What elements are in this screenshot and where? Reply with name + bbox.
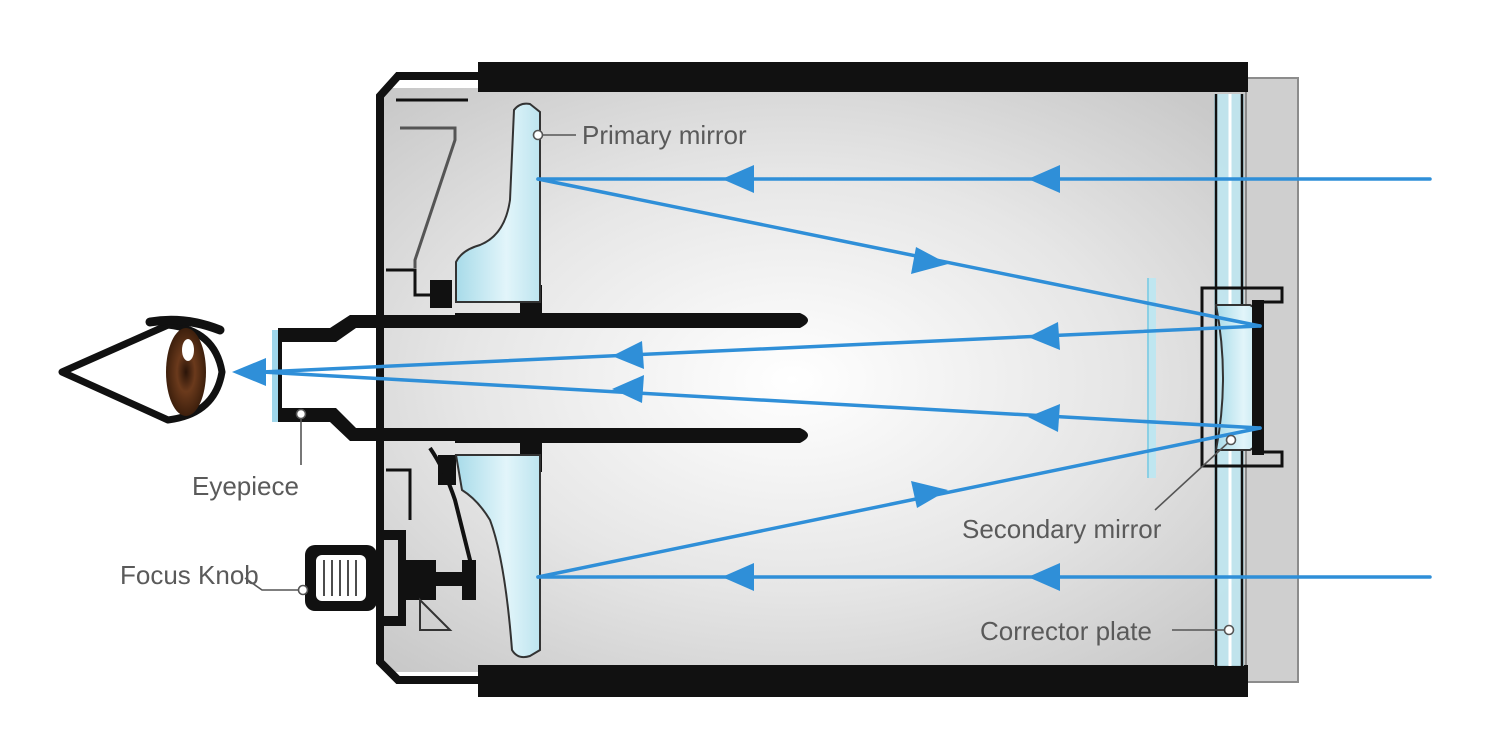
svg-text:Primary mirror: Primary mirror — [582, 120, 747, 150]
label-corrector-plate: Corrector plate — [980, 616, 1235, 646]
svg-text:Corrector plate: Corrector plate — [980, 616, 1152, 646]
svg-text:Secondary mirror: Secondary mirror — [962, 514, 1162, 544]
label-primary-mirror: Primary mirror — [532, 120, 747, 150]
label-eyepiece: Eyepiece — [192, 408, 307, 501]
svg-text:Focus Knob: Focus Knob — [120, 560, 259, 590]
svg-text:Eyepiece: Eyepiece — [192, 471, 299, 501]
secondary-mirror — [1200, 286, 1284, 468]
focus-knob — [305, 530, 476, 631]
eye-icon — [58, 315, 226, 424]
label-focus-knob: Focus Knob — [120, 560, 309, 596]
light-rays — [232, 165, 1432, 591]
eyepiece — [272, 315, 455, 441]
label-secondary-mirror: Secondary mirror — [962, 434, 1237, 544]
primary-mirror — [428, 102, 541, 659]
